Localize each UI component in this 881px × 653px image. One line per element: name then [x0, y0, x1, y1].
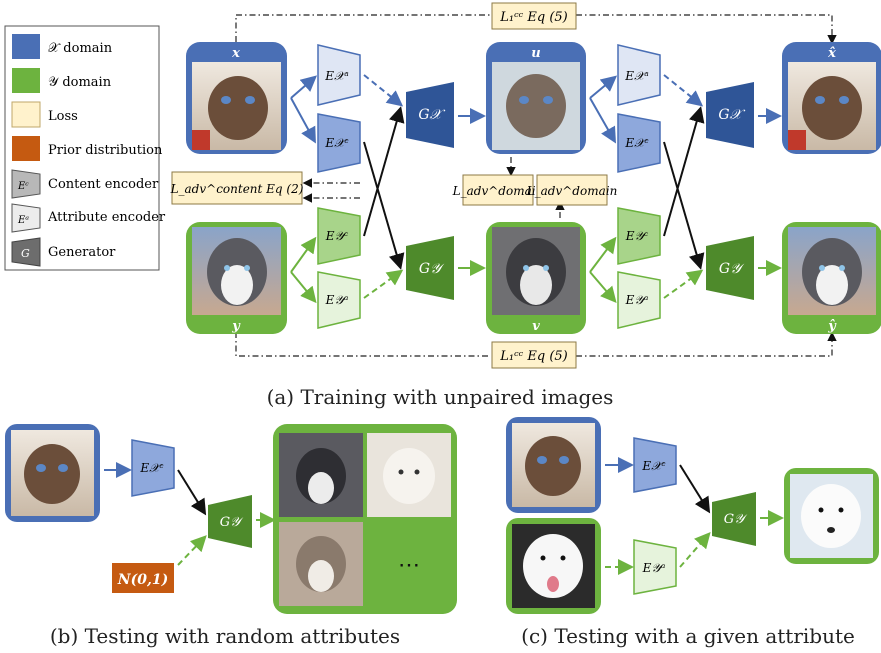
svg-text:E𝒳ᶜ: E𝒳ᶜ [324, 136, 348, 150]
legend-label-content-encoder: Content encoder [48, 177, 159, 192]
image-y: y [186, 222, 287, 334]
legend-generator-icon [11, 237, 41, 267]
svg-text:L_adv^content Eq (2): L_adv^content Eq (2) [170, 182, 304, 196]
generator-gy-2: G𝒴 [706, 236, 754, 300]
encoder-ey-a-2: E𝒴ᵃ [617, 271, 661, 329]
image-c-samoyed [506, 518, 601, 614]
caption-b: (b) Testing with random attributes [50, 624, 400, 648]
legend-label-attribute-encoder: Attribute encoder [47, 210, 166, 225]
prior-label: N(0,1) [117, 572, 168, 588]
svg-text:E𝒴ᵃ: E𝒴ᵃ [625, 293, 649, 307]
image-c-output [784, 468, 879, 564]
caption-a: (a) Training with unpaired images [267, 385, 614, 409]
legend-attribute-encoder-icon [11, 203, 41, 233]
legend-generator-symbol: G [21, 247, 30, 260]
encoder-ey-a-1: E𝒴ᵃ [317, 271, 361, 329]
legend-label-generator: Generator [48, 245, 116, 260]
svg-text:E𝒳ᵃ: E𝒳ᵃ [324, 69, 349, 83]
svg-text:G𝒳: G𝒳 [718, 107, 745, 123]
svg-text:E𝒴ᶜ: E𝒴ᶜ [325, 229, 348, 243]
svg-text:G𝒴: G𝒴 [719, 261, 745, 277]
encoder-ex-a-1: E𝒳ᵃ [317, 44, 361, 106]
loss-cc-bottom: L₁ᶜᶜ Eq (5) [491, 341, 577, 369]
generator-gx-2: G𝒳 [706, 82, 754, 148]
svg-text:E𝒴ᵃ: E𝒴ᵃ [642, 561, 666, 575]
svg-text:G𝒴: G𝒴 [220, 515, 244, 530]
svg-text:L_adv^domain: L_adv^domain [452, 184, 544, 198]
encoder-b-ex-c: E𝒳ᶜ [131, 439, 175, 497]
legend-swatch-x-domain [12, 34, 40, 59]
encoder-ex-a-2: E𝒳ᵃ [617, 44, 661, 106]
image-y-hat: ŷ [782, 222, 881, 334]
image-y-label: y [231, 319, 241, 334]
image-x-hat: x̂ [782, 42, 881, 154]
image-c-cat [506, 417, 601, 513]
encoder-ey-c-1: E𝒴ᶜ [317, 207, 361, 265]
svg-text:E𝒳ᶜ: E𝒳ᶜ [641, 459, 665, 473]
legend-content-encoder-symbol: Eᶜ [17, 181, 29, 192]
image-u: u [486, 42, 586, 154]
cycle-loss-loops [235, 14, 837, 357]
legend-content-encoder-icon [11, 169, 41, 199]
svg-text:L_adv^domain: L_adv^domain [526, 184, 618, 198]
legend-attribute-encoder-symbol: Eᵃ [17, 215, 29, 226]
encoder-c-ey-a: E𝒴ᵃ [633, 539, 677, 595]
output-grid: ⋯ [273, 424, 457, 614]
arrows-part-a [290, 74, 782, 304]
svg-text:E𝒴ᶜ: E𝒴ᶜ [625, 229, 648, 243]
svg-text:G𝒴: G𝒴 [419, 261, 445, 277]
svg-text:E𝒳ᶜ: E𝒳ᶜ [139, 461, 163, 475]
encoder-ey-c-2: E𝒴ᶜ [617, 207, 661, 265]
svg-text:E𝒳ᵃ: E𝒳ᵃ [624, 69, 649, 83]
generator-b-gy: G𝒴 [208, 495, 252, 548]
legend-label-loss: Loss [48, 109, 78, 124]
encoder-ex-c-2: E𝒳ᶜ [617, 113, 661, 173]
svg-text:E𝒳ᶜ: E𝒳ᶜ [624, 136, 648, 150]
image-v: v [486, 222, 586, 334]
svg-text:L₁ᶜᶜ Eq (5): L₁ᶜᶜ Eq (5) [499, 349, 568, 364]
legend-swatch-loss [11, 101, 41, 128]
svg-text:G𝒳: G𝒳 [418, 107, 445, 123]
image-u-label: u [531, 46, 540, 61]
generator-gx-1: G𝒳 [406, 82, 454, 148]
loss-cc-top: L₁ᶜᶜ Eq (5) [491, 2, 577, 30]
image-v-label: v [532, 319, 540, 334]
svg-text:G𝒴: G𝒴 [724, 512, 748, 527]
image-x-label: x [231, 46, 240, 61]
image-x-hat-label: x̂ [827, 46, 836, 61]
svg-text:E𝒴ᵃ: E𝒴ᵃ [325, 293, 349, 307]
legend-label-prior: Prior distribution [48, 143, 163, 158]
svg-text:L₁ᶜᶜ Eq (5): L₁ᶜᶜ Eq (5) [499, 10, 568, 25]
encoder-ex-c-1: E𝒳ᶜ [317, 113, 361, 173]
legend-label-x-domain: 𝒳 domain [48, 41, 113, 56]
legend-label-y-domain: 𝒴 domain [48, 75, 112, 90]
legend-swatch-y-domain [12, 68, 40, 93]
prior-box: N(0,1) [112, 563, 174, 593]
part-c: E𝒳ᶜ E𝒴ᵃ G𝒴 [506, 417, 879, 614]
legend: 𝒳 domain 𝒴 domain Loss Prior distributio… [4, 25, 166, 271]
generator-gy-1: G𝒴 [406, 236, 454, 300]
ellipsis-more: ⋯ [398, 553, 420, 578]
encoder-c-ex-c: E𝒳ᶜ [633, 437, 677, 493]
loss-domain-adversarial-v: L_adv^domain [526, 174, 618, 206]
generator-c-gy: G𝒴 [712, 492, 756, 546]
image-b-cat [5, 424, 100, 522]
image-x: x [186, 42, 287, 154]
image-y-hat-label: ŷ [827, 319, 837, 334]
part-b: E𝒳ᶜ G𝒴 N(0,1) ⋯ [5, 424, 457, 614]
loss-domain-adversarial-u: L_adv^domain [452, 174, 544, 206]
legend-swatch-prior [12, 136, 40, 161]
loss-content-adversarial: L_adv^content Eq (2) [170, 171, 304, 205]
caption-c: (c) Testing with a given attribute [521, 624, 855, 648]
